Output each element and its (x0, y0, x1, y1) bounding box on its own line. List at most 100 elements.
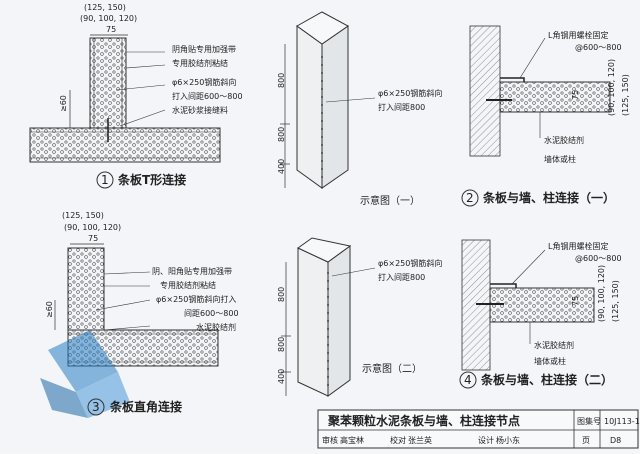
dim-text: 75 (88, 234, 98, 243)
detail-caption: 条板与墙、柱连接（一） (482, 190, 615, 205)
note-text: 墙体或柱 (534, 356, 566, 366)
detail-3-right-angle-connection: (125, 150) (90, 100, 120) 75 ≥60 阴、阳角贴专用… (40, 211, 239, 418)
panel-face (297, 247, 329, 397)
dim-text: 800 (277, 73, 286, 88)
dim-text: 800 (277, 287, 286, 302)
leader (325, 97, 376, 103)
title-block-frame (317, 409, 639, 449)
leader (95, 299, 151, 311)
note-text: 水泥胶结剂 (534, 340, 574, 350)
angle-steel (490, 283, 517, 288)
note-text: 打入间距800 (378, 102, 425, 112)
diagram-2: 800 800 400 φ6×250钢筋斜向 打入间距800 示意图（二） (277, 237, 442, 397)
tb-cell: 设计 (478, 435, 494, 445)
dim-text: (125, 150) (84, 3, 126, 12)
panel-face (321, 25, 349, 189)
note-text: L角钢用螺栓固定 (548, 30, 608, 40)
note-text: 专用胶结剂粘结 (172, 58, 228, 68)
leader (115, 84, 166, 91)
note-text: 阴角贴专用加强带 (172, 44, 236, 54)
note-text: @600～800 (575, 254, 622, 263)
detail-caption: 条板与墙、柱连接（二） (480, 372, 613, 387)
detail-number: 4 (464, 373, 472, 387)
note-text: 阴、阳角贴专用加强带 (152, 266, 232, 276)
title-block: 聚苯颗粒水泥条板与墙、柱连接节点 图集号 10J113-1 审核 高宝林 校对 … (317, 409, 640, 449)
note-text: φ6×250钢筋斜向打入 (156, 294, 236, 304)
note-text: 打入间距800 (378, 272, 425, 282)
note-text: φ6×250钢筋斜向 (378, 258, 442, 268)
detail-caption: 条板T形连接 (117, 172, 186, 187)
detail-number-circle (87, 398, 105, 416)
panel-section (489, 287, 595, 323)
leader (331, 267, 376, 277)
dim-text: ≥60 (59, 95, 68, 112)
diagram-1: 800 800 400 φ6×250钢筋斜向 打入间距800 示意图（一） (277, 11, 442, 207)
detail-2-wall-connection: L角钢用螺栓固定 @600～800 75 (90, 100, 120) (125… (461, 25, 630, 207)
note-text: 墙体或柱 (544, 154, 576, 164)
dim-text: (90, 100, 120) (607, 59, 616, 116)
leader (103, 271, 151, 275)
panel-face (296, 25, 323, 189)
dim-text: 800 (277, 127, 286, 142)
vertical-panel (67, 247, 105, 331)
panel-face (327, 245, 351, 397)
detail-number-circle (461, 189, 479, 207)
dim-text: 75 (571, 90, 580, 100)
leader (519, 37, 546, 79)
diagram-caption: 示意图（二） (362, 362, 422, 375)
tb-cell: D8 (610, 436, 621, 445)
dim-text: (90, 100, 120) (597, 265, 606, 322)
atlas-label: 图集号 (577, 416, 601, 426)
note-text: 水泥胶结剂 (544, 135, 584, 145)
dim-text: (90, 100, 120) (80, 14, 137, 23)
note-text: @600～800 (575, 43, 622, 52)
note-text: 水泥砂浆接缝料 (172, 105, 228, 115)
dim-text: ≥60 (45, 301, 54, 318)
dim-text: (90, 100, 120) (64, 223, 121, 232)
dim-text: 75 (571, 296, 580, 306)
note-text: 水泥胶结剂 (196, 322, 236, 332)
atlas-number: 10J113-1 (604, 417, 640, 426)
tb-cell: 审核 (322, 435, 338, 445)
panel-section (499, 81, 611, 113)
note-text: 间距600～800 (184, 309, 239, 318)
detail-caption: 条板直角连接 (109, 399, 182, 414)
dim-text: (125, 150) (621, 74, 630, 116)
tb-cell: 页 (582, 436, 590, 445)
leader (511, 249, 546, 285)
note-text: φ6×250钢筋斜向 (172, 77, 236, 87)
dim-text: (125, 150) (611, 280, 620, 322)
leader (119, 109, 166, 127)
watermark-logo (40, 330, 130, 418)
dim-text: 800 (277, 337, 286, 352)
detail-number-circle (96, 171, 114, 189)
dim-text: 400 (277, 369, 286, 384)
detail-number: 3 (92, 400, 100, 414)
note-text: φ6×250钢筋斜向 (378, 88, 442, 98)
detail-number-circle (459, 371, 477, 389)
detail-number: 2 (466, 191, 474, 205)
panel-top (296, 11, 349, 45)
panel-top (297, 237, 352, 263)
tb-cell: 张兰英 (408, 435, 432, 445)
dim-text: 400 (277, 159, 286, 174)
vertical-panel (89, 37, 127, 129)
detail-1-t-connection: (125, 150) (90, 100, 120) 75 ≥60 阴角贴专用加强… (29, 3, 243, 189)
dim-text: 75 (106, 25, 116, 34)
dim-text: (125, 150) (62, 211, 104, 220)
note-text: L角钢用螺栓固定 (548, 241, 608, 251)
wall-column (469, 25, 501, 157)
detail-4-wall-connection: L角钢用螺栓固定 @600～800 75 (90, 100, 120) (125… (459, 239, 622, 389)
sheet-title: 聚苯颗粒水泥条板与墙、柱连接节点 (327, 413, 520, 428)
horizontal-panel (29, 127, 221, 163)
tb-cell: 校对 (390, 435, 406, 445)
leader (125, 64, 166, 69)
leader (103, 325, 151, 331)
diagram-caption: 示意图（一） (360, 194, 420, 207)
detail-number: 1 (101, 173, 109, 187)
angle-steel (500, 77, 525, 82)
tb-cell: 高宝林 (340, 435, 364, 445)
tb-cell: 杨小东 (496, 435, 520, 445)
